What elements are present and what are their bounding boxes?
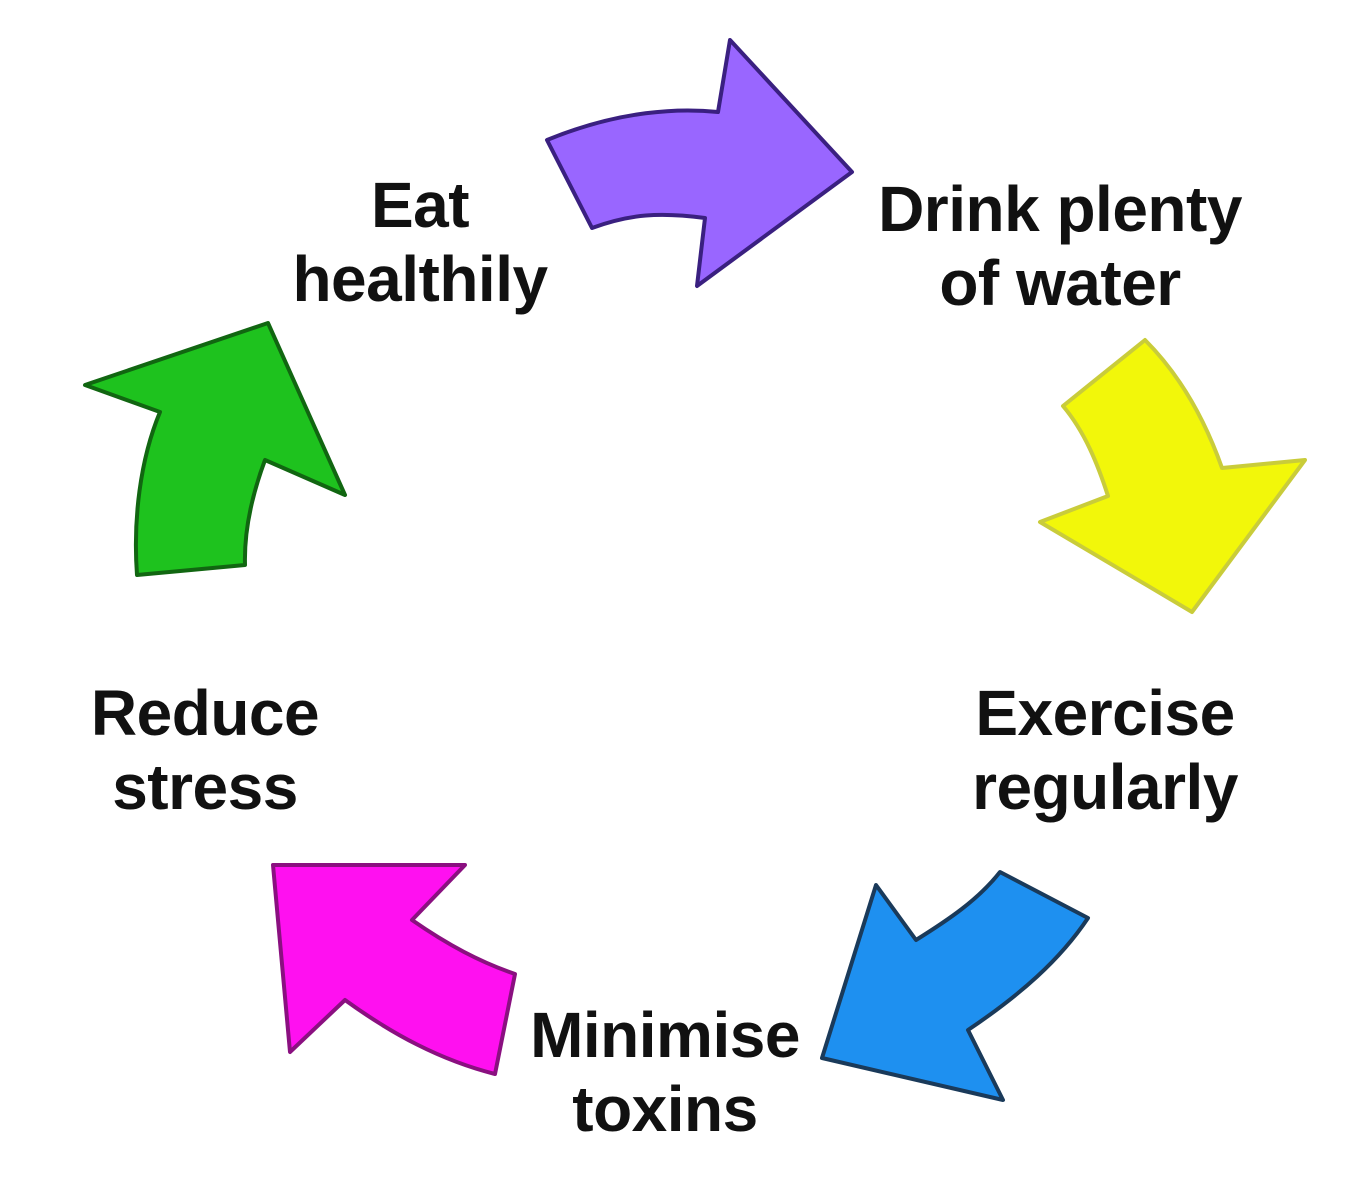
arrow-magenta-icon (271, 863, 517, 1076)
step-label-drink-water: Drink plenty of water (850, 172, 1270, 320)
step-label-line: Eat (370, 169, 470, 241)
arrow-green-icon (83, 321, 347, 577)
step-label-line: Reduce (90, 677, 320, 749)
step-label-exercise-regularly: Exercise regularly (950, 676, 1260, 824)
step-label-line: Exercise (975, 677, 1235, 749)
step-label-line: of water (939, 247, 1181, 319)
step-label-line: Minimise (530, 999, 800, 1071)
arrow-yellow-icon (1038, 338, 1307, 614)
step-label-line: toxins (572, 1073, 758, 1145)
step-label-line: Drink plenty (878, 173, 1242, 245)
arrow-blue-icon (820, 870, 1090, 1102)
step-label-line: stress (112, 751, 298, 823)
step-label-reduce-stress: Reduce stress (60, 676, 350, 824)
step-label-minimise-toxins: Minimise toxins (510, 998, 820, 1146)
step-label-line: regularly (972, 751, 1238, 823)
step-label-eat-healthily: Eat healthily (270, 168, 570, 316)
arrow-purple-icon (545, 38, 854, 288)
step-label-line: healthily (292, 243, 548, 315)
